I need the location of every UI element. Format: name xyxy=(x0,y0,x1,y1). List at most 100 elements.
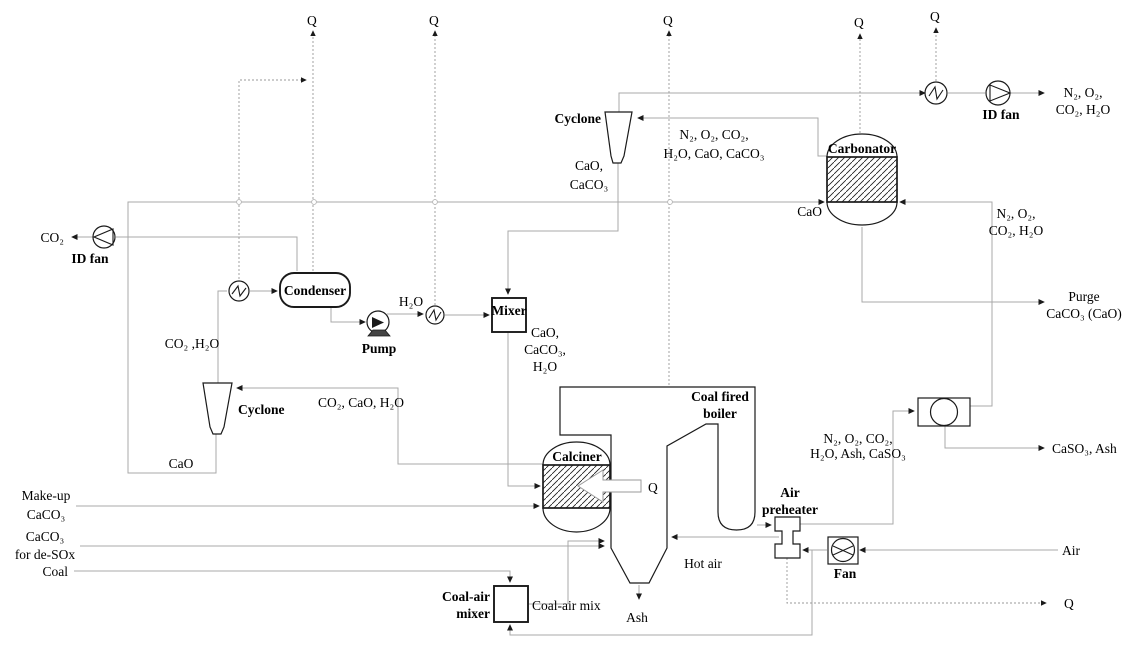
equipment-labels: ID fan Condenser Pump Mixer Cyclone Cycl… xyxy=(71,107,1020,621)
id-fan-right xyxy=(985,80,1012,106)
id-fan-left xyxy=(92,225,116,249)
heat-exchanger-1 xyxy=(228,280,250,302)
line-cyclone2-solids-to-mixer xyxy=(504,163,619,295)
q-label-hx3: Q xyxy=(930,9,940,24)
air-preheater-label-line1: Air xyxy=(780,485,800,500)
boiler-flue-gas-label-line2: H₂O, Ash, CaSO₃ xyxy=(810,446,906,461)
heat-preheater xyxy=(786,558,1047,606)
pump-arrow-icon xyxy=(372,317,384,328)
carbonator xyxy=(826,133,898,226)
hot-air-label: Hot air xyxy=(684,556,722,571)
coal-air-mixer-box xyxy=(493,585,529,623)
line-carbonator-overhead xyxy=(637,114,827,157)
cyclone-top xyxy=(604,111,633,164)
ash-label: Ash xyxy=(626,610,648,625)
stream-labels: CO₂ CO₂ ,H₂O H₂O CaO, CaCO₃, H₂O CO₂, Ca… xyxy=(15,85,1122,625)
line-filter-solids xyxy=(944,426,1045,452)
q-label-preheater: Q xyxy=(1064,596,1074,611)
cyclone-top-solids-label-line1: CaO, xyxy=(575,158,603,173)
coal-air-mixer-label-line2: mixer xyxy=(456,606,490,621)
boiler-flue-gas-label-line1: N₂, O₂, CO₂, xyxy=(823,431,892,446)
line-mixer-to-calciner xyxy=(507,332,541,490)
carbonator-overhead-label-line1: N₂, O₂, CO₂, xyxy=(679,127,748,142)
mixer-out-label-line3: H₂O xyxy=(533,359,557,374)
vessel-bottom-dome xyxy=(542,507,611,533)
cao-recycle-label: CaO xyxy=(169,456,194,471)
cyclone-body xyxy=(202,382,233,435)
q-label-carbonator: Q xyxy=(854,15,864,30)
big-q-arrow-icon xyxy=(577,469,642,503)
heat-labels: Q Q Q Q Q Q Q xyxy=(307,9,1074,611)
coal-air-mix-label: Coal-air mix xyxy=(532,598,601,613)
vessel-top-dome xyxy=(826,133,898,158)
q-label-condenser: Q xyxy=(307,13,317,28)
q-label-calciner: Q xyxy=(648,480,658,495)
carbonator-feed-gas-label-line2: CO₂, H₂O xyxy=(989,223,1044,238)
crossing-dot xyxy=(311,199,317,205)
crossing-dot xyxy=(432,199,438,205)
heat-hx1-branch xyxy=(238,77,307,279)
fan-triangle-icon xyxy=(92,228,114,246)
line-condenser-to-pump xyxy=(330,307,366,326)
caco3-desox-label-line2: for de-SOx xyxy=(15,547,76,562)
coal-label: Coal xyxy=(43,564,69,579)
line-coal xyxy=(74,570,514,583)
line-crossings xyxy=(236,199,673,205)
line-coal-air-mix xyxy=(528,537,605,605)
mixer-label: Mixer xyxy=(491,303,526,318)
boiler-label-line1: Coal fired xyxy=(691,389,749,404)
id-fan-left-label: ID fan xyxy=(71,251,109,266)
hx-zigzag-icon xyxy=(231,284,247,298)
line-preheater-to-filter xyxy=(800,407,915,525)
q-label-hx2: Q xyxy=(429,13,439,28)
preheater-body xyxy=(774,516,801,559)
line-carbonator-purge xyxy=(861,227,1045,306)
q-label-boiler: Q xyxy=(663,13,673,28)
cyclone-top-label: Cyclone xyxy=(555,111,602,126)
line-filter-gas-to-carbonator xyxy=(899,198,993,407)
fan xyxy=(827,536,859,565)
id-fan-right-label: ID fan xyxy=(982,107,1020,122)
heat-lines xyxy=(238,27,1047,606)
calciner-label: Calciner xyxy=(552,449,602,464)
filter-separator xyxy=(917,397,971,427)
cyclone-body xyxy=(604,111,633,164)
boiler-label-line2: boiler xyxy=(703,406,737,421)
filter-drum xyxy=(929,397,959,427)
purge-label-line2: CaCO₃ (CaO) xyxy=(1046,306,1122,321)
vessel-top-dome xyxy=(542,441,611,466)
boiler-outline xyxy=(559,386,756,584)
carbonator-overhead-label-line2: H₂O, CaO, CaCO₃ xyxy=(664,146,765,161)
coal-fired-boiler xyxy=(559,386,756,584)
co2-out-label: CO₂ xyxy=(41,230,64,245)
mixer-box xyxy=(491,297,527,333)
cao-to-carbonator-label: CaO xyxy=(797,204,822,219)
line-condenser-to-idfan xyxy=(116,236,298,271)
cyclone-left-label: Cyclone xyxy=(238,402,285,417)
crossing-dot xyxy=(236,199,242,205)
coal-air-mixer-label-line1: Coal-air xyxy=(442,589,490,604)
water-label: H₂O xyxy=(399,294,423,309)
pump-label: Pump xyxy=(362,341,397,356)
condenser-vessel xyxy=(279,272,351,308)
condenser-feed-label: CO₂ ,H₂O xyxy=(165,336,220,351)
cyclone-top-solids-label-line2: CaCO₃ xyxy=(570,177,609,192)
cyclone-left xyxy=(202,382,233,435)
crossing-dot xyxy=(667,199,673,205)
line-cao-recycle-to-carbonator xyxy=(127,198,825,474)
line-cyclone2-gas-to-hx3 xyxy=(618,89,926,112)
line-cyclone1-gas xyxy=(217,290,227,383)
fan-blade-icon xyxy=(832,545,854,556)
pump xyxy=(366,310,391,337)
pump-base xyxy=(367,329,391,337)
mixer-out-label-line2: CaCO₃, xyxy=(524,342,566,357)
fan-triangle-icon xyxy=(989,84,1012,102)
carbonator-feed-gas-label-line1: N₂, O₂, xyxy=(996,206,1035,221)
stack-gas-label-line1: N₂, O₂, xyxy=(1063,85,1102,100)
fan-label: Fan xyxy=(834,566,857,581)
carbonator-label: Carbonator xyxy=(828,141,896,156)
condenser xyxy=(279,272,351,308)
line-calciner-to-cyclone1 xyxy=(236,384,543,465)
